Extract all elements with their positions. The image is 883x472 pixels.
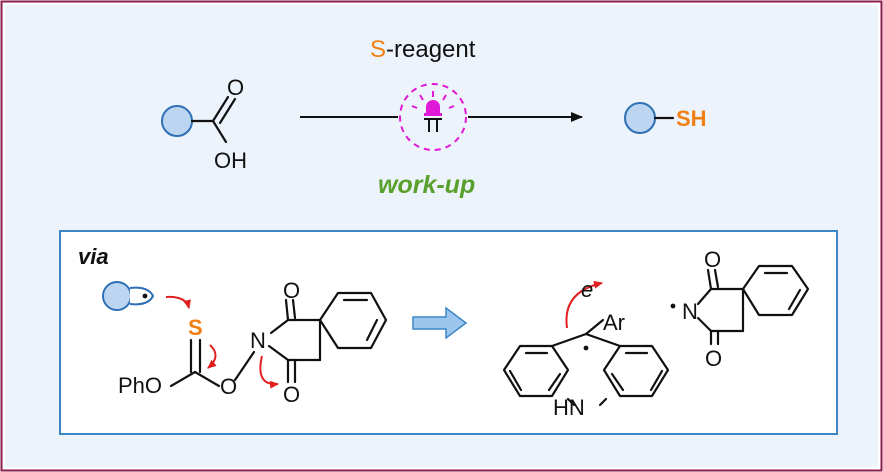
via-label: via xyxy=(78,244,109,269)
radical-oxygen-bottom: O xyxy=(705,346,722,371)
radical-precursor: S PhO O N O O xyxy=(102,278,388,407)
precursor-blob xyxy=(102,281,132,311)
aryl-group: Ar xyxy=(603,310,625,335)
imide-oxygen-bottom: O xyxy=(283,382,300,407)
starting-carboxylic-acid: O OH xyxy=(161,75,247,173)
electron-label: e xyxy=(581,277,593,302)
acid-hydroxyl: OH xyxy=(214,148,247,173)
thiol-product: SH xyxy=(624,102,707,134)
s-reagent-sulfur: S xyxy=(370,36,386,63)
acid-carbonyl-oxygen: O xyxy=(227,75,244,100)
ester-oxygen: O xyxy=(220,374,237,399)
imide-oxygen-top: O xyxy=(283,278,300,303)
product-blob xyxy=(624,102,656,134)
thiol-label: SH xyxy=(676,106,707,131)
block-arrow xyxy=(412,306,468,340)
radical-dot-icon xyxy=(583,345,589,351)
phenoxy-group: PhO xyxy=(118,373,162,398)
radical-dot-icon xyxy=(142,293,148,299)
workup-label: work-up xyxy=(378,171,475,199)
radical-nitrogen: N xyxy=(682,299,698,324)
substrate-blob xyxy=(161,105,193,137)
s-reagent-suffix: -reagent xyxy=(386,36,476,63)
light-bulb-icon xyxy=(399,83,467,151)
sulfur-atom: S xyxy=(188,315,203,340)
phthalimidyl-radical: N O O xyxy=(670,247,810,371)
acridine-radical: e Ar HN xyxy=(502,277,670,420)
amine-nh: HN xyxy=(553,395,585,420)
radical-oxygen-top: O xyxy=(704,247,721,272)
radical-dot-icon xyxy=(670,303,676,309)
imide-nitrogen: N xyxy=(250,328,266,353)
s-reagent-label: S-reagent xyxy=(370,36,476,63)
